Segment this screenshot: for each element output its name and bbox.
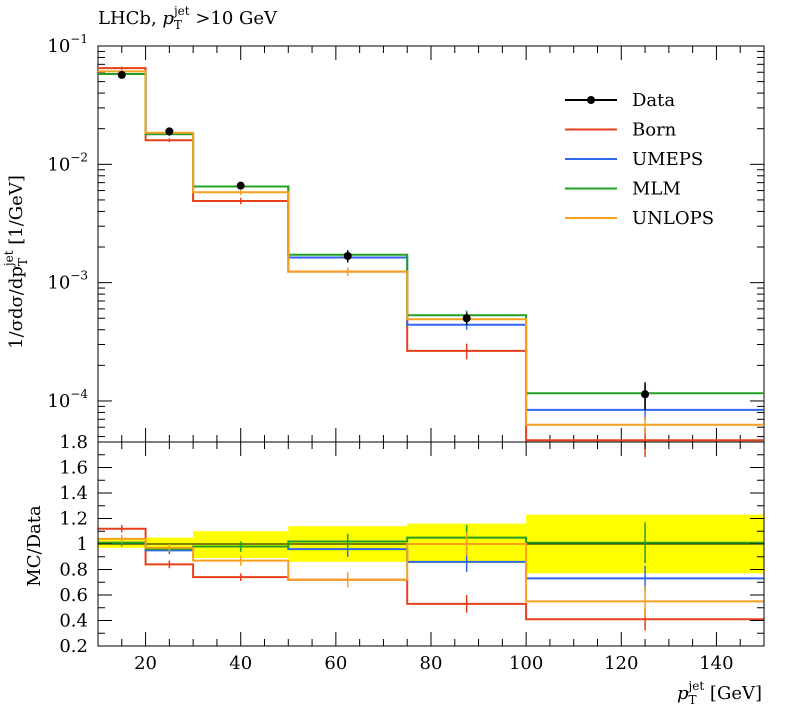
x-tick-label: 120	[604, 653, 638, 674]
data-point	[236, 181, 245, 190]
ratio-y-ticks: 0.2 0.4 0.6 0.8 1 1.2 1.4 1.6 1.8	[59, 432, 764, 657]
x-tick-label: 100	[509, 653, 543, 674]
main-panel: 10−1 10−2 10−3 10−4 1/σdσ/dpTjet [1/GeV]	[2, 32, 765, 458]
x-ticks: 20 40 60 80 100 120 140	[97, 442, 765, 674]
ratio-unlops-line	[98, 537, 764, 603]
y-tick-label: 10−2	[47, 150, 88, 175]
data-points	[117, 70, 650, 410]
x-tick-label: 20	[134, 653, 157, 674]
ratio-panel: 0.2 0.4 0.6 0.8 1 1.2 1.4 1.6 1.8 20 40 60 80 100 120…	[24, 432, 765, 707]
ratio-y-tick-label: 1.2	[59, 509, 88, 530]
data-point	[641, 390, 650, 399]
ratio-series	[98, 522, 764, 631]
legend-unlops-label: UNLOPS	[632, 208, 714, 229]
ratio-y-axis-label: MC/Data	[24, 505, 45, 587]
legend-data-marker	[587, 96, 595, 104]
main-series	[98, 66, 764, 458]
ratio-y-tick-label: 1.8	[59, 432, 88, 453]
ratio-y-tick-label: 0.2	[59, 636, 88, 657]
y-tick-label: 10−1	[47, 32, 88, 57]
ratio-y-tick-label: 0.6	[59, 585, 88, 606]
y-tick-label: 10−4	[47, 387, 88, 412]
ratio-y-tick-label: 0.8	[59, 560, 88, 581]
chart-title: LHCb, pTjet >10 GeV	[98, 4, 278, 32]
data-point	[343, 251, 352, 260]
main-y-axis-label: 1/σdσ/dpTjet [1/GeV]	[2, 175, 30, 349]
legend-mlm-label: MLM	[632, 179, 681, 200]
ratio-y-tick-label: 1	[77, 534, 88, 555]
data-point	[117, 70, 126, 79]
legend-born-label: Born	[632, 120, 677, 141]
data-point	[462, 314, 471, 323]
ratio-y-tick-label: 1.4	[59, 483, 88, 504]
x-tick-label: 40	[229, 653, 252, 674]
x-tick-label: 140	[699, 653, 733, 674]
x-axis-label: pTjet [GeV]	[677, 679, 762, 707]
data-point	[165, 127, 174, 136]
ratio-y-tick-label: 0.4	[59, 611, 88, 632]
y-tick-label: 10−3	[47, 269, 88, 294]
legend-data-label: Data	[632, 90, 675, 111]
ratio-y-tick-label: 1.6	[59, 458, 88, 479]
series-unlops-line	[98, 70, 764, 426]
legend-umeps-label: UMEPS	[632, 149, 703, 170]
x-tick-label: 60	[324, 653, 347, 674]
x-tick-label: 80	[420, 653, 443, 674]
